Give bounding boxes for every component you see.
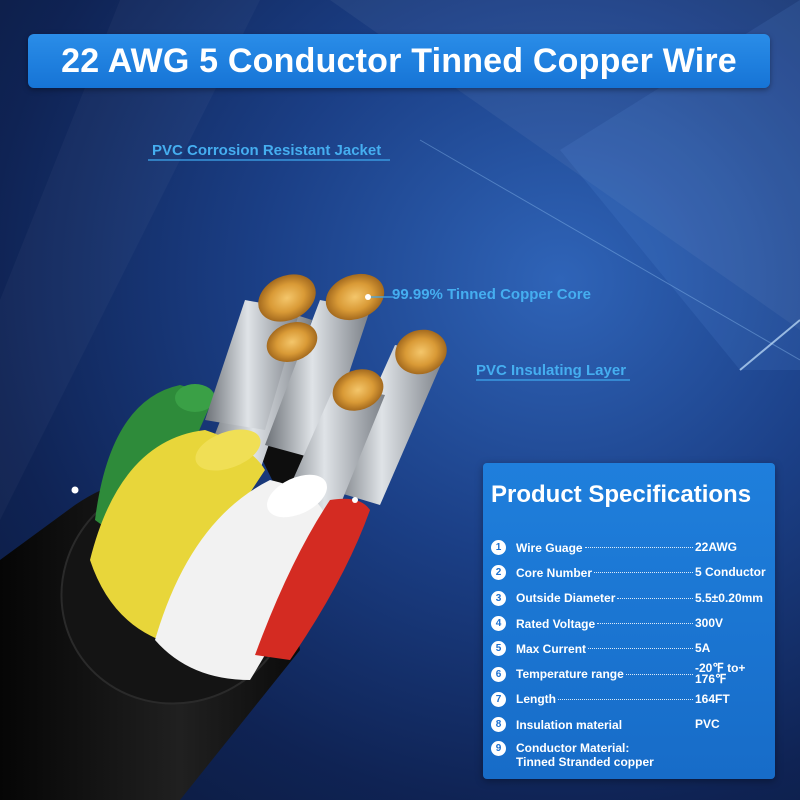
spec-value: 5 Conductor bbox=[695, 565, 766, 580]
spec-row-outside-diameter: 3 Outside Diameter 5.5±0.20mm bbox=[491, 586, 773, 611]
strand-2 bbox=[265, 300, 370, 460]
dotted-leader bbox=[625, 673, 693, 675]
specifications-heading: Product Specifications bbox=[491, 481, 752, 508]
product-specifications-panel: Product Specifications 1 Wire Guage 22AW… bbox=[483, 463, 775, 779]
spec-value: 5A bbox=[695, 641, 711, 656]
copper-core-5 bbox=[332, 369, 384, 411]
spec-number-badge: 4 bbox=[491, 616, 506, 632]
spec-number-badge: 9 bbox=[491, 741, 506, 757]
page-title: 22 AWG 5 Conductor Tinned Copper Wire bbox=[61, 41, 737, 80]
spec-row-core-number: 2 Core Number 5 Conductor bbox=[491, 560, 773, 585]
copper-core-2 bbox=[325, 273, 385, 321]
spec-number-badge: 7 bbox=[491, 691, 506, 707]
spec-number-badge: 3 bbox=[491, 590, 506, 606]
dotted-leader bbox=[588, 648, 693, 650]
dotted-leader bbox=[617, 597, 693, 599]
spec-number-badge: 6 bbox=[491, 666, 506, 682]
spec-label: Length bbox=[516, 692, 556, 707]
red-wire bbox=[255, 498, 370, 660]
dotted-leader bbox=[594, 572, 693, 574]
spec-label: Rated Voltage bbox=[516, 616, 596, 631]
spec-value: 164FT bbox=[695, 691, 730, 706]
spec-label: Max Current bbox=[516, 641, 587, 656]
title-banner: 22 AWG 5 Conductor Tinned Copper Wire bbox=[28, 34, 770, 88]
specifications-list: 1 Wire Guage 22AWG 2 Core Number 5 Condu… bbox=[491, 535, 773, 781]
spec-label: Insulation material bbox=[516, 717, 623, 732]
yellow-wire bbox=[90, 430, 265, 640]
copper-core-1 bbox=[258, 274, 316, 322]
copper-core-4 bbox=[395, 329, 447, 375]
spec-label: Outside Diameter bbox=[516, 591, 616, 606]
spec-label: Temperature range bbox=[516, 667, 624, 682]
dotted-leader bbox=[558, 698, 693, 700]
spec-row-length: 7 Length 164FT bbox=[491, 687, 773, 712]
spec-row-rated-voltage: 4 Rated Voltage 300V bbox=[491, 611, 773, 636]
dotted-leader bbox=[597, 623, 693, 625]
spec-value: 300V bbox=[695, 616, 724, 631]
spec-value: -20℉ to+ 176℉ bbox=[695, 661, 746, 687]
spec-number-badge: 8 bbox=[491, 717, 506, 733]
insulation-callout: PVC Insulating Layer bbox=[476, 362, 627, 379]
spec-row-temperature-range: 6 Temperature range -20℉ to+ 176℉ bbox=[491, 661, 773, 686]
dotted-leader bbox=[624, 724, 693, 725]
spec-value: PVC bbox=[695, 717, 720, 732]
copper-core-3 bbox=[266, 322, 318, 362]
spec-label: Wire Guage bbox=[516, 540, 583, 555]
spec-number-badge: 5 bbox=[491, 641, 506, 657]
core-callout: 99.99% Tinned Copper Core bbox=[392, 286, 591, 303]
spec-number-badge: 2 bbox=[491, 565, 506, 581]
spec-label: Core Number bbox=[516, 565, 593, 580]
jacket-callout: PVC Corrosion Resistant Jacket bbox=[152, 142, 382, 159]
white-wire bbox=[155, 480, 325, 680]
spec-row-wire-gauge: 1 Wire Guage 22AWG bbox=[491, 535, 773, 560]
spec-label: Conductor Material: Tinned Stranded copp… bbox=[516, 741, 654, 770]
spec-number-badge: 1 bbox=[491, 540, 506, 556]
dotted-leader bbox=[584, 547, 693, 549]
strand-4 bbox=[330, 345, 445, 505]
spec-row-max-current: 5 Max Current 5A bbox=[491, 636, 773, 661]
spec-value: 22AWG bbox=[695, 540, 738, 555]
spec-row-conductor-material: 9 Conductor Material: Tinned Stranded co… bbox=[491, 737, 773, 781]
spec-row-insulation-material: 8 Insulation material PVC bbox=[491, 712, 773, 737]
spec-value: 5.5±0.20mm bbox=[695, 590, 763, 605]
